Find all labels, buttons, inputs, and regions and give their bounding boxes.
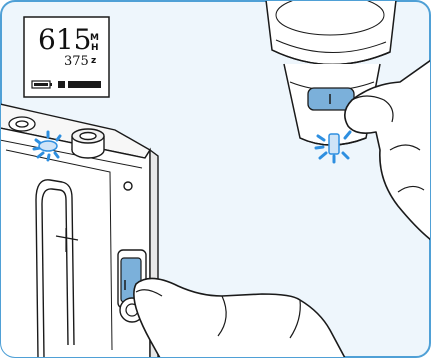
channel-readout: 375 (64, 55, 89, 68)
antenna-knob (72, 129, 104, 158)
battery-icon (32, 81, 52, 88)
unit-h-label: H (91, 44, 99, 53)
unit-z-label: z (91, 57, 96, 66)
unit-m-label: M (90, 34, 99, 43)
signal-bar-icon (58, 81, 101, 88)
audio-jack (9, 117, 35, 131)
frequency-readout: 615 (38, 26, 91, 54)
